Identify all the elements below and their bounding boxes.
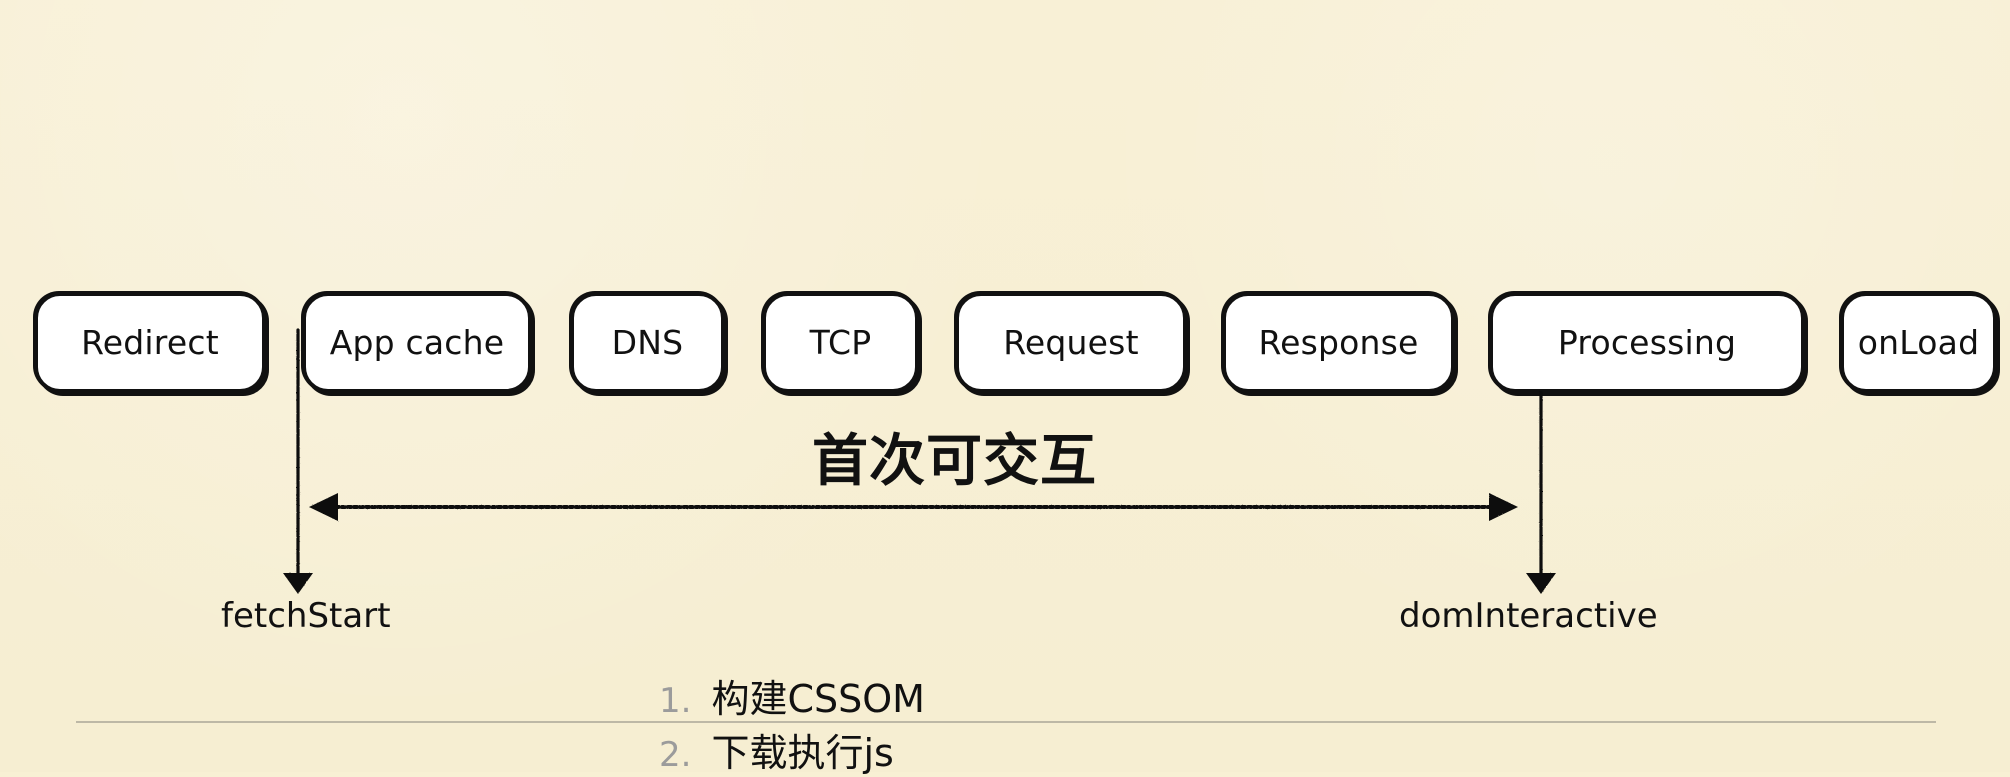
box-tcp: TCP bbox=[762, 292, 919, 393]
box-response: Response bbox=[1222, 292, 1455, 393]
list-text: 下载执行js bbox=[711, 731, 894, 775]
fetchstart-label: fetchStart bbox=[221, 596, 391, 636]
box-request: Request bbox=[955, 292, 1187, 393]
box-onload: onLoad bbox=[1840, 292, 1997, 393]
interactive-range-label: 首次可交互 bbox=[812, 429, 1097, 494]
box-dns: DNS bbox=[570, 292, 725, 393]
fetchstart-connector bbox=[283, 328, 313, 594]
dominteractive-label: domInteractive bbox=[1399, 596, 1658, 636]
list-number: 2. bbox=[659, 735, 692, 775]
list-item: 2. 下载执行js bbox=[659, 722, 894, 777]
list-item: 1. 构建CSSOM bbox=[659, 668, 925, 723]
box-processing: Processing bbox=[1489, 292, 1805, 393]
box-app-cache: App cache bbox=[302, 292, 532, 393]
box-redirect: Redirect bbox=[34, 292, 266, 393]
dominteractive-connector bbox=[1526, 391, 1556, 594]
list-number: 1. bbox=[659, 681, 692, 721]
interactive-range-arrow bbox=[309, 493, 1518, 521]
divider-line bbox=[76, 721, 1936, 723]
list-text: 构建CSSOM bbox=[711, 677, 925, 721]
